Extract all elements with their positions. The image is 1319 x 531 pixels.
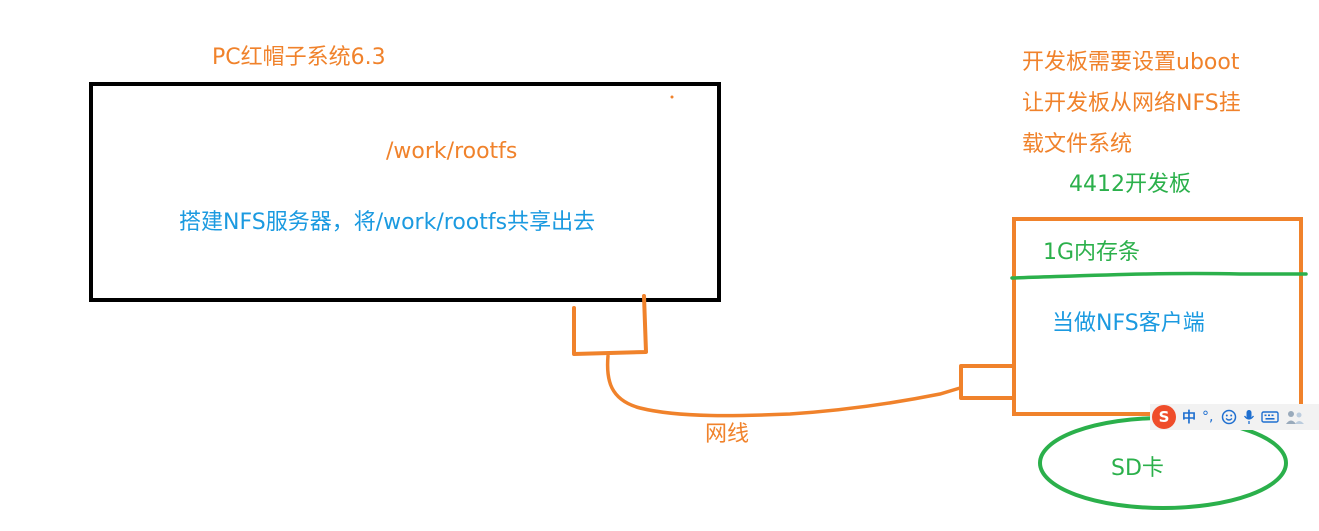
board-memory: 1G内存条 [1043,240,1141,265]
microphone-icon[interactable] [1243,409,1255,425]
keyboard-icon[interactable] [1261,410,1280,424]
pc-path: /work/rootfs [386,139,518,164]
board-nfs-client: 当做NFS客户端 [1052,311,1205,336]
network-cable [605,354,962,418]
sd-card-label: SD卡 [1111,456,1164,481]
cable-label: 网线 [705,422,750,447]
memory-divider [1010,271,1308,280]
smiley-icon[interactable] [1221,409,1237,425]
pc-title: PC红帽子系统6.3 [212,45,386,70]
stray-dot [670,95,674,99]
more-icon[interactable] [1285,409,1305,425]
board-note-line1: 开发板需要设置uboot [1022,50,1240,75]
pc-box [89,82,721,302]
board-network-port [959,364,1012,400]
pc-network-port [572,294,648,356]
ime-logo[interactable]: S [1152,405,1176,429]
ime-punctuation-toggle[interactable]: °, [1202,409,1214,425]
pc-nfs-server: 搭建NFS服务器，将/work/rootfs共享出去 [179,210,596,235]
board-note-line2: 让开发板从网络NFS挂 [1022,91,1241,116]
board-title: 4412开发板 [1069,172,1191,197]
board-note-line3: 载文件系统 [1022,132,1133,157]
ime-toolbar[interactable]: S 中 °, [1150,404,1319,430]
ime-language-toggle[interactable]: 中 [1182,410,1196,426]
